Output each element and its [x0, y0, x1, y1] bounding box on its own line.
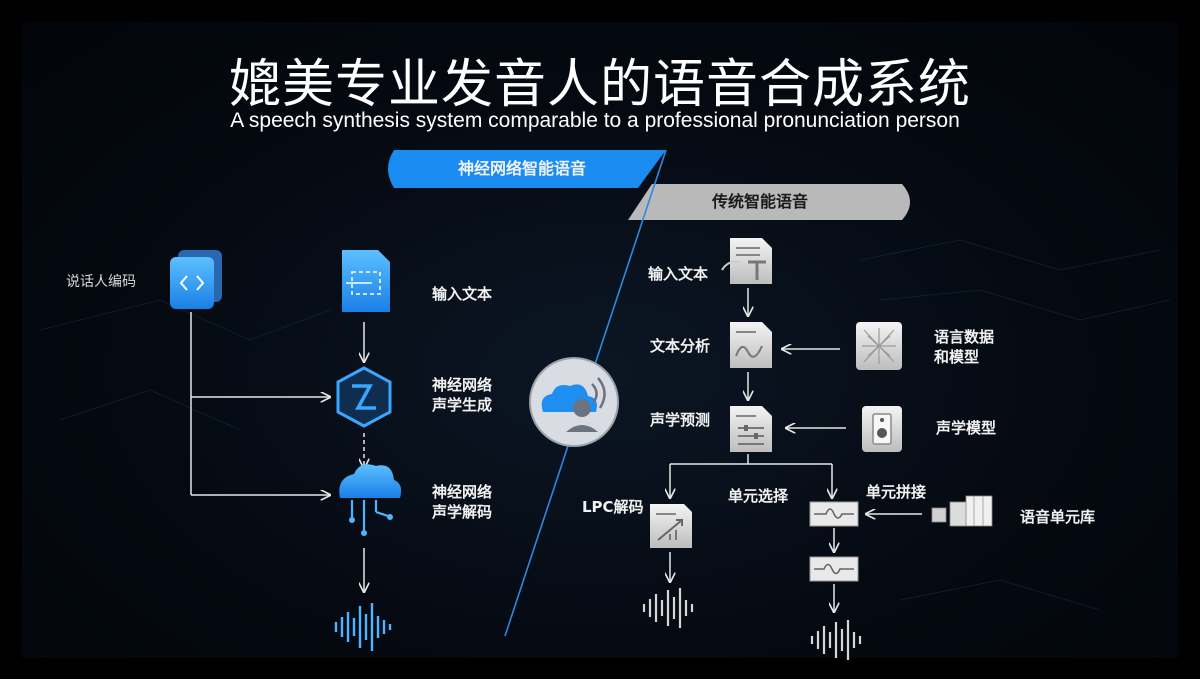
traditional-header-banner	[628, 184, 910, 220]
code-file-icon	[170, 250, 222, 309]
neural-acoustic-dec-label-1: 神经网络	[432, 483, 493, 501]
background-network-lines	[39, 239, 1171, 611]
cloud-network-icon	[339, 464, 402, 536]
neural-acoustic-gen-label-2: 声学生成	[432, 396, 493, 414]
unit-select-label: 单元选择	[728, 487, 789, 505]
acoustic-doc-icon	[730, 406, 772, 452]
document-icon	[342, 250, 390, 312]
waveform-icon	[642, 588, 694, 628]
neural-acoustic-dec-label-2: 声学解码	[432, 503, 493, 521]
acoustic-pred-label: 声学预测	[650, 411, 711, 429]
unit-cubes-icon	[931, 495, 993, 527]
language-data-label-1: 语言数据	[934, 328, 995, 346]
slide-background	[22, 22, 1178, 658]
neural-header-label: 神经网络智能语音	[458, 159, 587, 178]
lpc-chart-icon	[650, 504, 692, 548]
unit-wave-icon	[809, 501, 859, 527]
text-doc-icon	[721, 238, 772, 284]
neural-hexagon-icon	[336, 366, 392, 428]
speaker-encoding-label: 说话人编码	[66, 274, 136, 290]
neural-acoustic-gen-label-1: 神经网络	[432, 376, 493, 394]
text-analysis-label: 文本分析	[650, 337, 711, 355]
trad-input-text-label: 输入文本	[648, 265, 709, 283]
unit-wave-icon	[809, 556, 859, 582]
page-title: 媲美专业发音人的语音合成系统	[228, 55, 971, 115]
waveform-icon	[334, 603, 392, 651]
unit-db-label: 语音单元库	[1020, 508, 1096, 526]
branch-connectors	[670, 454, 832, 498]
speaker-icon	[862, 406, 902, 452]
neural-input-text-label: 输入文本	[432, 285, 493, 303]
waveform-icon	[810, 620, 862, 660]
language-model-icon	[856, 322, 902, 370]
traditional-header-label: 传统智能语音	[712, 192, 809, 211]
neural-header-banner	[388, 150, 666, 188]
analysis-doc-icon	[730, 322, 772, 368]
cloud-voice-icon	[529, 357, 619, 447]
speaker-connectors	[190, 312, 330, 495]
unit-concat-label: 单元拼接	[866, 483, 927, 501]
language-data-label-2: 和模型	[934, 348, 980, 366]
acoustic-model-label: 声学模型	[936, 419, 997, 437]
page-subtitle: A speech synthesis system comparable to …	[230, 109, 960, 132]
lpc-decode-label: LPC解码	[582, 498, 644, 516]
